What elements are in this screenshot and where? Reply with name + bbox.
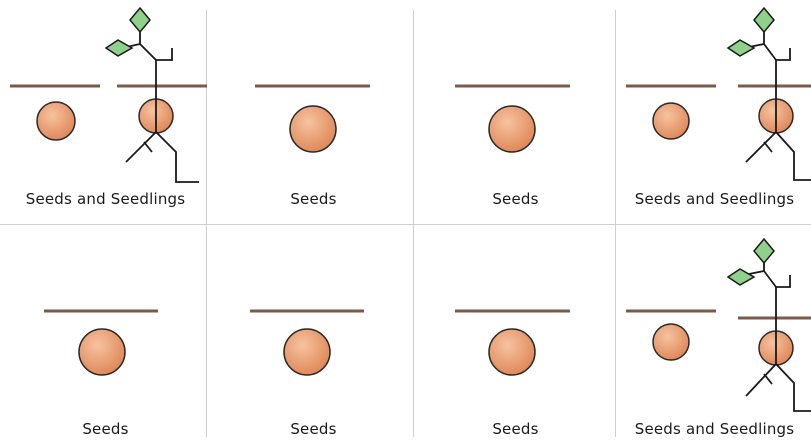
panel-caption: Seeds [414, 420, 617, 438]
leaf [130, 8, 150, 32]
panel-7: Seeds [414, 221, 617, 442]
leaf [728, 269, 754, 285]
panel-caption: Seeds [414, 190, 617, 208]
seed [489, 106, 535, 152]
seedling-illustration [4, 0, 207, 221]
seed [37, 102, 75, 140]
panel-caption: Seeds and Seedlings [4, 190, 207, 208]
leaf [106, 40, 132, 56]
leaf [728, 40, 754, 56]
panel-caption: Seeds [4, 420, 207, 438]
panel-6: Seeds [212, 221, 415, 442]
panel-5: Seeds [4, 221, 207, 442]
seed [653, 324, 689, 360]
seed-illustration [212, 0, 415, 221]
seed [284, 329, 330, 375]
leaf [754, 8, 774, 32]
panel-caption: Seeds [212, 420, 415, 438]
panel-caption: Seeds and Seedlings [618, 420, 811, 438]
seed-illustration [4, 221, 207, 442]
seed [290, 106, 336, 152]
panel-3: Seeds [414, 0, 617, 221]
seed [79, 329, 125, 375]
seed-illustration [212, 221, 415, 442]
panel-2: Seeds [212, 0, 415, 221]
panel-8: Seeds and Seedlings [618, 221, 811, 442]
panel-4: Seeds and Seedlings [618, 0, 811, 221]
panel-caption: Seeds [212, 190, 415, 208]
seed-illustration [414, 0, 617, 221]
seedling-illustration [618, 0, 811, 221]
leaf [754, 239, 774, 263]
seedling-illustration [618, 221, 811, 442]
seed [489, 329, 535, 375]
seed [653, 103, 689, 139]
panel-1: Seeds and Seedlings [4, 0, 207, 221]
seed-illustration [414, 221, 617, 442]
panel-caption: Seeds and Seedlings [618, 190, 811, 208]
